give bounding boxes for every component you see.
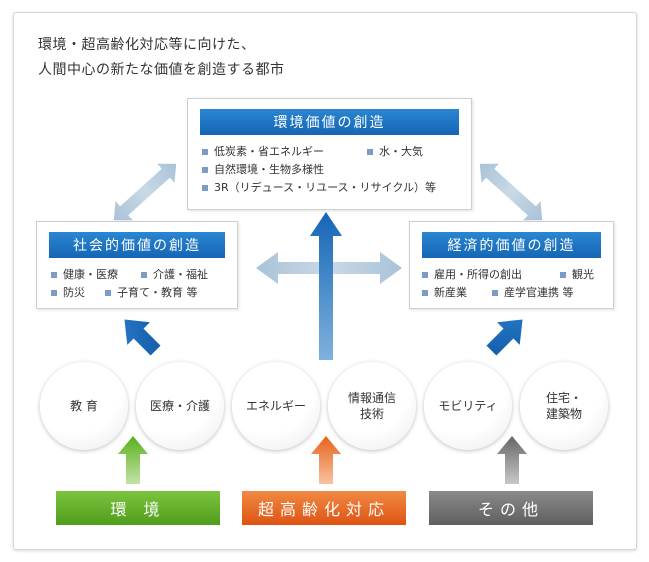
driver-environment: 環 境 — [56, 491, 220, 525]
environment-item: 水・大気 — [367, 143, 423, 161]
headline-line-2: 人間中心の新たな価値を創造する都市 — [38, 62, 285, 78]
circle-label: 医療・介護 — [149, 399, 210, 413]
environment-item: 低炭素・省エネルギー — [202, 143, 367, 161]
circle-education: 教 育 — [40, 362, 128, 450]
arrow-up-gray — [497, 436, 527, 484]
environment-value-title: 環境価値の創造 — [200, 109, 459, 135]
environment-value-box: 環境価値の創造 低炭素・省エネルギー 水・大気 自然環境・生物多様性 3R（リデ… — [187, 98, 472, 210]
economic-value-items: 雇用・所得の創出 観光 新産業 産学官連携 等 — [422, 266, 594, 302]
circle-housing-buildings: 住宅・ 建築物 — [520, 362, 608, 450]
environment-value-items: 低炭素・省エネルギー 水・大気 自然環境・生物多様性 3R（リデュース・リユース… — [202, 143, 436, 197]
economic-item: 雇用・所得の創出 — [422, 266, 560, 284]
headline-line-1: 環境・超高齢化対応等に向けた、 — [38, 37, 256, 53]
social-item: 健康・医療 — [51, 266, 141, 284]
social-item: 子育て・教育 等 — [105, 284, 198, 302]
circle-label: 住宅・ — [545, 391, 582, 405]
arrow-up-green — [118, 436, 148, 484]
environment-item: 自然環境・生物多様性 — [202, 161, 324, 179]
economic-value-title: 経済的価値の創造 — [422, 232, 601, 258]
arrow-to-social — [124, 319, 161, 356]
circle-mobility: モビリティ — [424, 362, 512, 450]
economic-item: 新産業 — [422, 284, 492, 302]
headline: 環境・超高齢化対応等に向けた、 人間中心の新たな価値を創造する都市 — [38, 33, 285, 83]
circle-energy: エネルギー — [232, 362, 320, 450]
social-item: 介護・福祉 — [141, 266, 208, 284]
environment-item: 3R（リデュース・リユース・リサイクル）等 — [202, 179, 436, 197]
social-value-items: 健康・医療 介護・福祉 防災 子育て・教育 等 — [51, 266, 208, 302]
circle-label: 技術 — [359, 407, 384, 421]
social-value-title: 社会的価値の創造 — [49, 232, 225, 258]
arrow-up-to-environment — [310, 212, 342, 360]
arrow-up-orange — [311, 436, 341, 484]
double-arrow-top-left — [113, 163, 177, 221]
double-arrow-top-right — [479, 163, 543, 221]
driver-other: その他 — [429, 491, 593, 525]
circle-label: 建築物 — [545, 407, 582, 421]
economic-item: 産学官連携 等 — [492, 284, 574, 302]
social-value-box: 社会的価値の創造 健康・医療 介護・福祉 防災 子育て・教育 等 — [36, 221, 238, 309]
circle-label: 教 育 — [70, 399, 98, 413]
driver-aging-society: 超高齢化対応 — [242, 491, 406, 525]
circle-label: モビリティ — [438, 399, 498, 413]
social-item: 防災 — [51, 284, 105, 302]
circle-label: エネルギー — [245, 399, 306, 413]
circle-ict: 情報通信 技術 — [328, 362, 416, 450]
circle-label: 情報通信 — [347, 391, 396, 405]
economic-item: 観光 — [560, 266, 594, 284]
economic-value-box: 経済的価値の創造 雇用・所得の創出 観光 新産業 産学官連携 等 — [409, 221, 614, 309]
arrow-to-economic — [486, 319, 523, 356]
circle-medical-care: 医療・介護 — [136, 362, 224, 450]
